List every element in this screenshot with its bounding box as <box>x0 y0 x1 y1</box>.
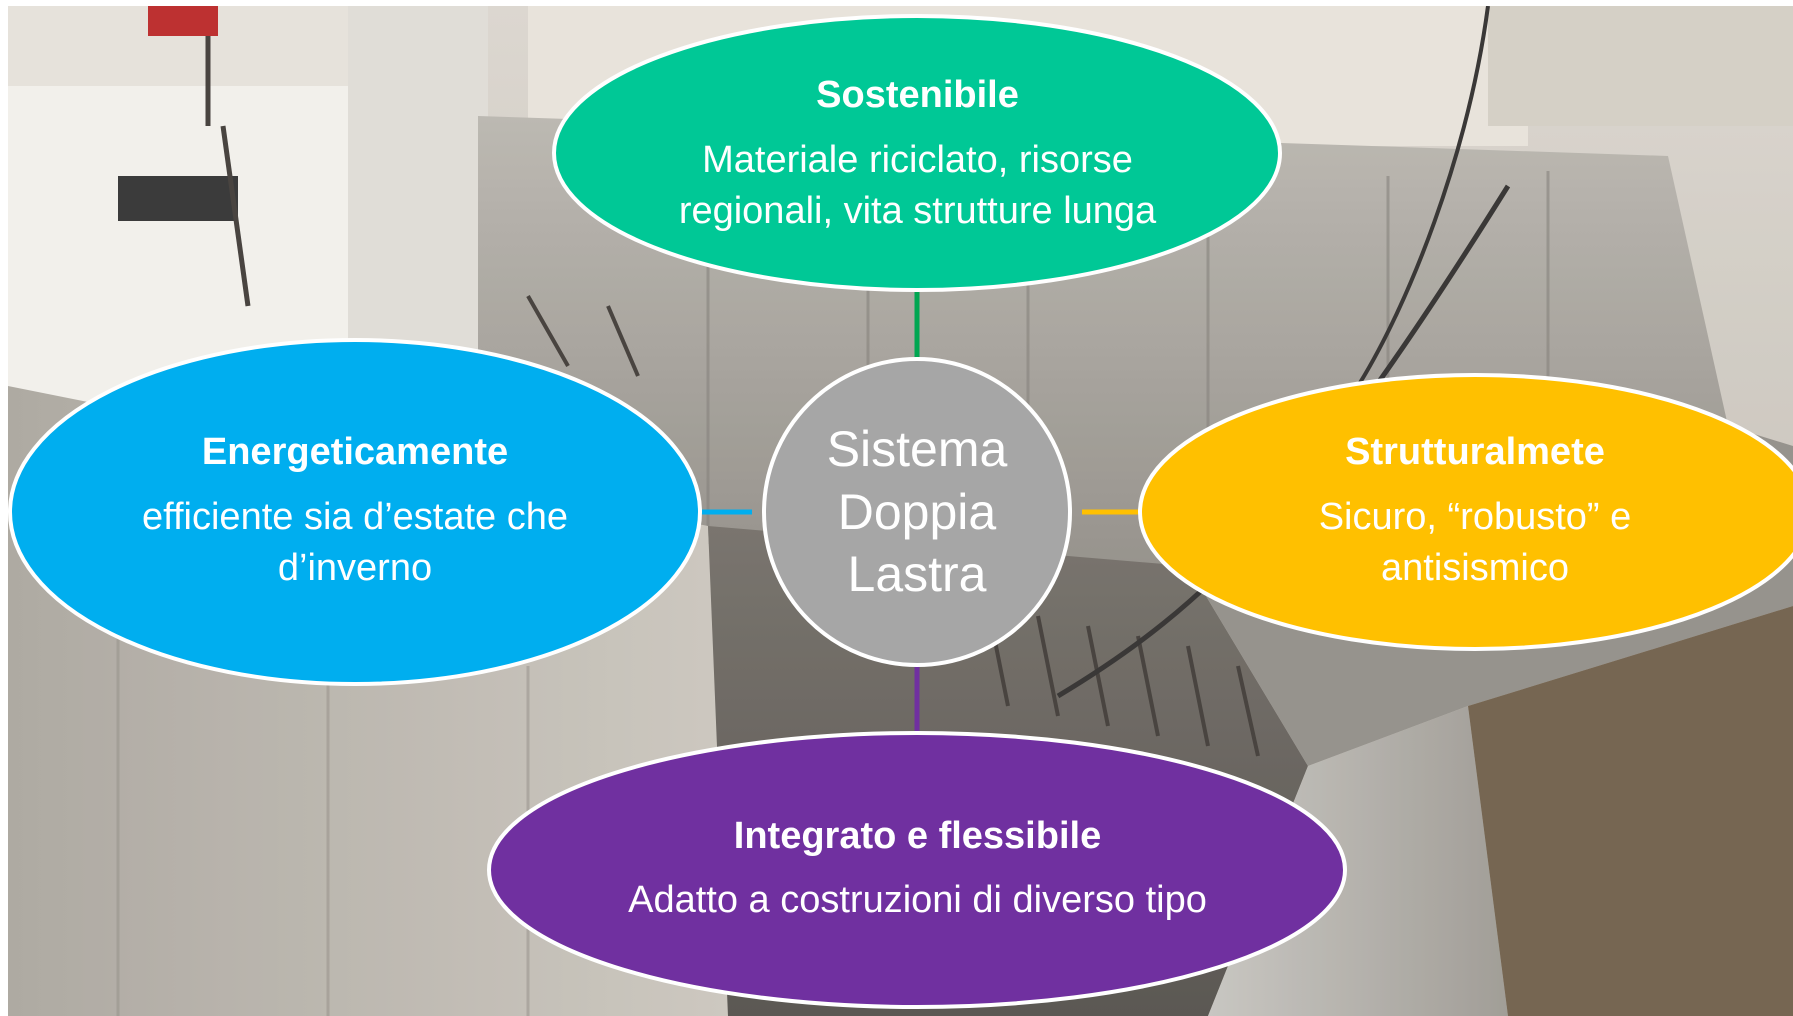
node-sostenibile <box>552 14 1282 292</box>
node-center-label: Sistema Doppia Lastra <box>826 421 1008 603</box>
node-integrato <box>487 731 1347 1009</box>
node-center-sistema-doppia-lastra <box>762 357 1072 667</box>
node-energeticamente <box>8 338 702 686</box>
node-strutturalmete <box>1138 373 1793 651</box>
